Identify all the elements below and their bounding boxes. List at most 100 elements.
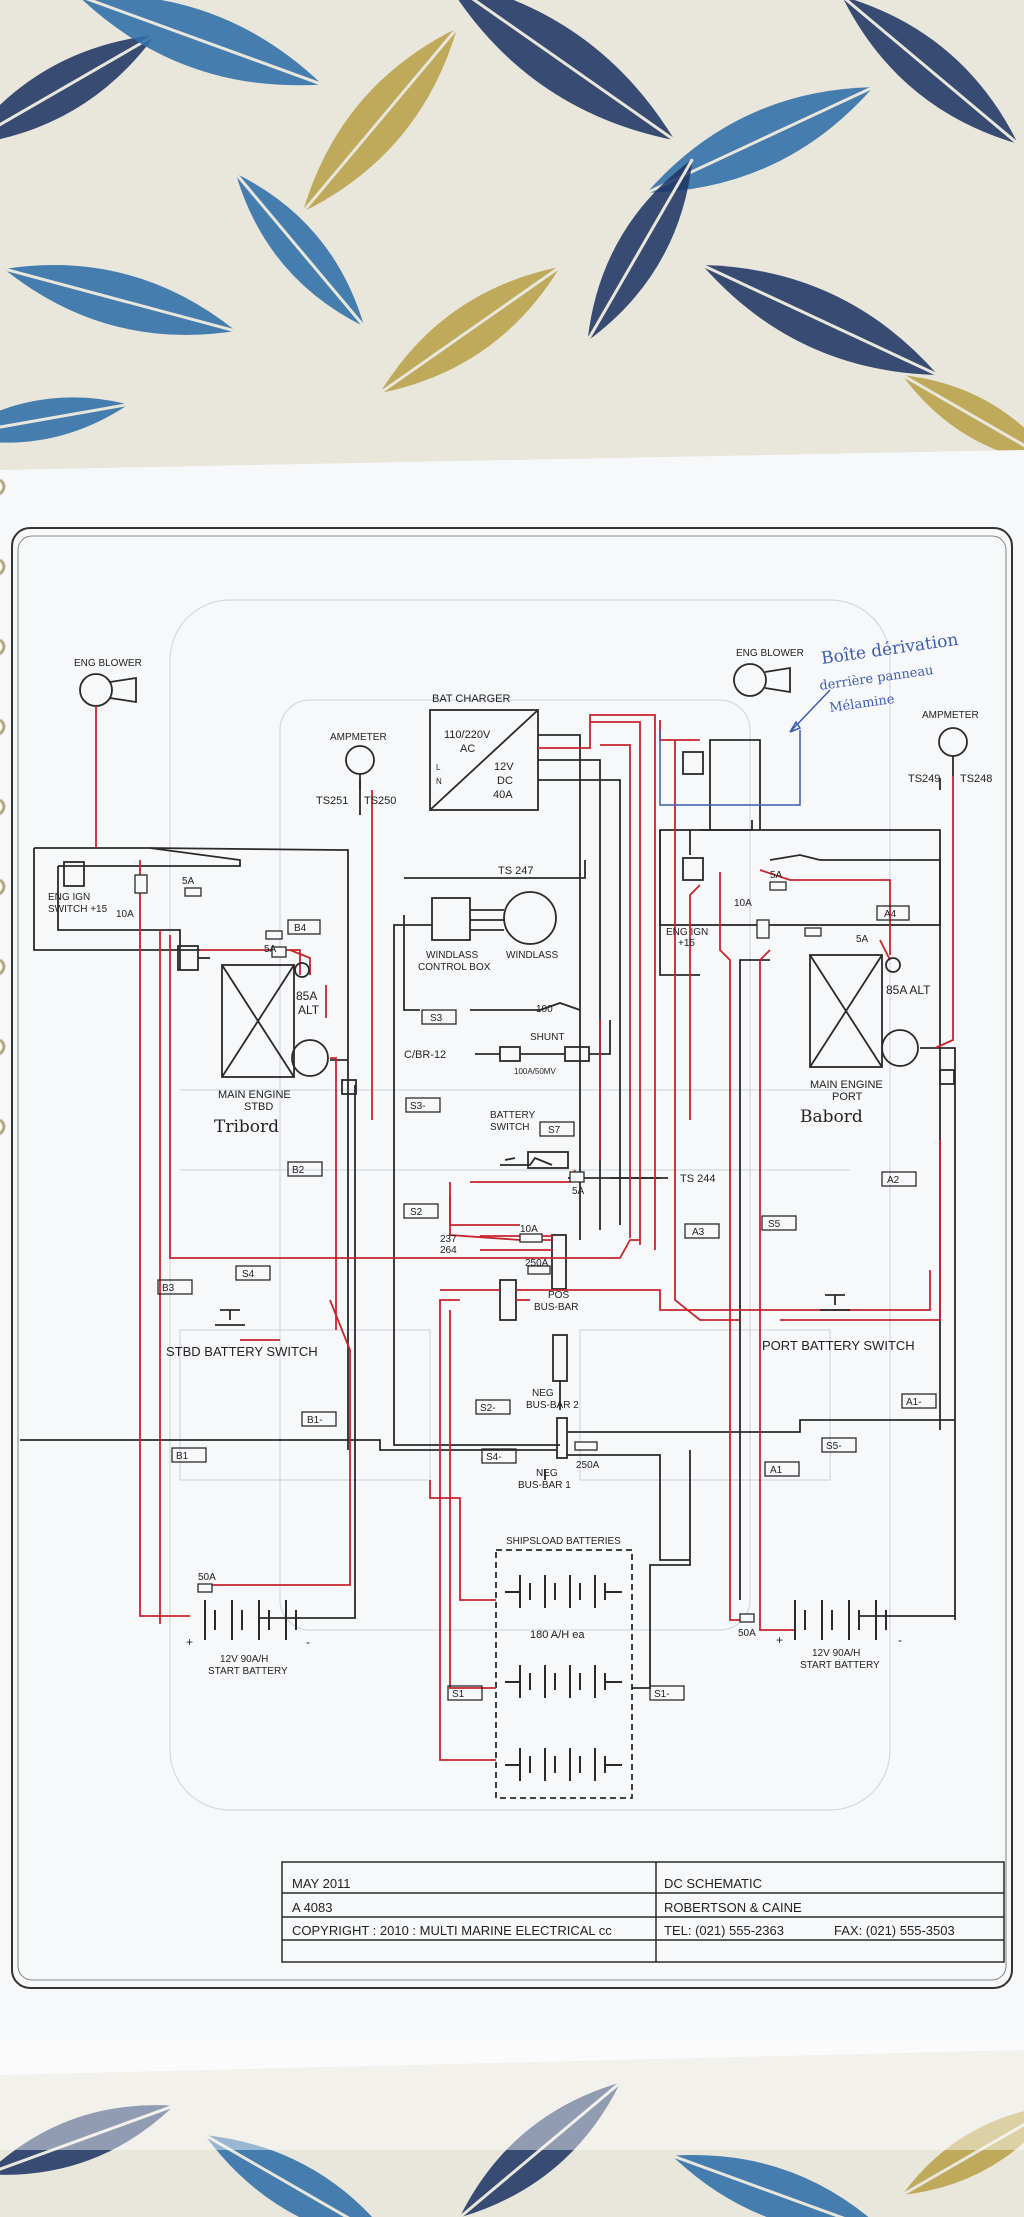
fuse-50a-right-label: 50A (738, 1628, 756, 1639)
main-engine-stbd2-label: STBD (244, 1101, 273, 1113)
plus-right: + (776, 1633, 783, 1647)
pos-busbar2-label: BUS-BAR (534, 1302, 578, 1313)
leaf (234, 172, 366, 328)
neg-busbar2b-label: BUS-BAR 2 (526, 1400, 579, 1411)
s3m-label: S3- (410, 1101, 426, 1112)
drawing-frame (11, 527, 1013, 1989)
battery-symbols (204, 1575, 887, 1781)
leaf (458, 2081, 622, 2217)
cbr12-label: C/BR-12 (404, 1049, 446, 1061)
windlass-ctrl-label: WINDLASS (426, 950, 479, 961)
shipsload-battery-1 (505, 1575, 622, 1608)
s1-label: S1 (452, 1689, 465, 1700)
tribord-note: Tribord (214, 1117, 279, 1137)
charger-n-label: N (436, 777, 442, 786)
n264-label: 264 (440, 1245, 457, 1256)
shunt-label: SHUNT (530, 1032, 564, 1043)
fuse-10a-mid-label: 10A (520, 1224, 538, 1235)
leaf (0, 2104, 175, 2176)
neg-busbar1-label: NEG (536, 1468, 558, 1479)
minus-right: - (898, 1633, 902, 1647)
leaf (77, 0, 323, 86)
fuse-50a-left-label: 50A (198, 1572, 216, 1583)
leaf (3, 265, 237, 335)
start-batt-right-label: 12V 90A/H (812, 1648, 860, 1659)
tag-boxes (157, 905, 937, 1701)
b2-label: B2 (292, 1165, 305, 1176)
blue-annotation (659, 689, 831, 806)
shunt-rating-label: 100A/50MV (514, 1067, 556, 1076)
leaf (901, 2103, 1024, 2197)
eng-ign-left2-label: SWITCH +15 (48, 904, 108, 915)
ts251-label: TS251 (316, 795, 348, 807)
s5-label: S5 (768, 1219, 781, 1230)
charger-ac-label: 110/220V (444, 729, 491, 741)
s3-label: S3 (430, 1013, 443, 1024)
fuse-5a-4-label: 5A (856, 934, 869, 945)
leaf (701, 263, 939, 377)
s5m-label: S5- (826, 1441, 842, 1452)
charger-dc-label: 12V (494, 761, 514, 773)
alt-left-label: 85A (296, 989, 317, 1003)
fuse-100-label: 100 (536, 1004, 553, 1015)
bat-charger-label: BAT CHARGER (432, 693, 510, 705)
capacity-label: 180 A/H ea (530, 1629, 585, 1641)
leaf (671, 2154, 889, 2217)
leaf (203, 2133, 397, 2217)
ts244-label: TS 244 (680, 1173, 715, 1185)
paper (0, 450, 1024, 2075)
pos-busbar-label: POS (548, 1290, 569, 1301)
s2m-label: S2- (480, 1403, 496, 1414)
ts250-label: TS250 (364, 795, 396, 807)
drawing-fax: FAX: (021) 555-3503 (834, 1923, 955, 1938)
plastic-sleeve (0, 2040, 1024, 2150)
drawing-tel: TEL: (021) 555-2363 (664, 1923, 784, 1938)
b3-label: B3 (162, 1283, 175, 1294)
plus-left: + (186, 1635, 193, 1649)
b1-label: B1 (176, 1451, 189, 1462)
shipsload-label: SHIPSLOAD BATTERIES (506, 1536, 621, 1547)
a3-label: A3 (692, 1227, 705, 1238)
start-batt-left-label: 12V 90A/H (220, 1654, 268, 1665)
eng-ign-left-label: ENG IGN (48, 892, 90, 903)
charger-dc2-label: DC (497, 775, 513, 787)
drawing-date: MAY 2011 (292, 1876, 351, 1891)
s1m-label: S1- (654, 1689, 670, 1700)
drawing-inner-frame (17, 535, 1007, 1981)
main-engine-stbd-label: MAIN ENGINE (218, 1089, 291, 1101)
start-batt-left2-label: START BATTERY (208, 1666, 288, 1677)
battery-switch-label: BATTERY (490, 1110, 536, 1121)
title-block (281, 1861, 1005, 1963)
start-battery-left (204, 1600, 297, 1640)
b4-label: B4 (294, 923, 307, 934)
ts248-label: TS248 (960, 773, 992, 785)
babord-note: Babord (800, 1107, 863, 1127)
n237-label: 237 (440, 1234, 457, 1245)
leaf (444, 0, 676, 142)
start-batt-right2-label: START BATTERY (800, 1660, 880, 1671)
fuse-10a-right-label: 10A (734, 898, 752, 909)
fuse-5a-1-label: 5A (182, 876, 195, 887)
leaf (0, 33, 157, 147)
minus-left: - (306, 1635, 310, 1649)
drawing-title: DC SCHEMATIC (664, 1876, 762, 1891)
fuse-250a-1-label: 250A (525, 1258, 549, 1269)
leaf (379, 265, 561, 395)
windlass-ctrl2-label: CONTROL BOX (418, 962, 491, 973)
charger-amps-label: 40A (493, 789, 513, 801)
windlass-label: WINDLASS (506, 950, 559, 961)
fuse-10a-left-label: 10A (116, 909, 134, 920)
leaf (901, 373, 1024, 467)
main-engine-port-label: MAIN ENGINE (810, 1079, 883, 1091)
fuse-5a-5-label: 5A (572, 1186, 585, 1197)
charger-l-label: L (436, 763, 441, 772)
a1m-label: A1- (906, 1397, 922, 1408)
b1m-label: B1- (307, 1415, 323, 1426)
a1-label: A1 (770, 1465, 783, 1476)
eng-blower-right-label: ENG BLOWER (736, 648, 804, 659)
red-wires (95, 706, 954, 1761)
drawing-client: ROBERTSON & CAINE (664, 1900, 802, 1915)
shipsload-battery-2 (505, 1665, 622, 1698)
alt-left2-label: ALT (298, 1003, 320, 1017)
